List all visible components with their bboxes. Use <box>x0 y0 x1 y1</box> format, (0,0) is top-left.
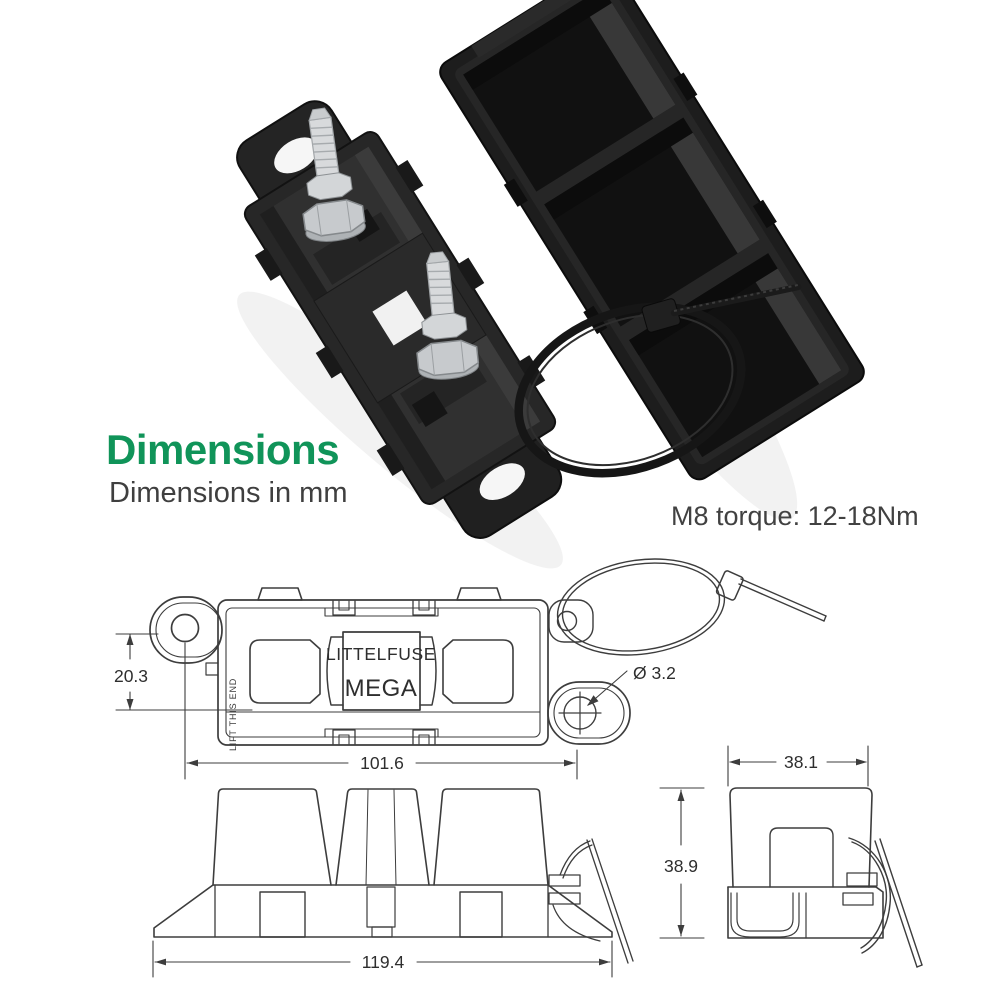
torque-note: M8 torque: 12-18Nm <box>671 501 919 531</box>
plan-fuse-body <box>342 631 421 711</box>
front-foot-left <box>259 891 306 938</box>
plan-cable-tie <box>556 558 827 656</box>
dim-mount-hole-diameter: Ø 3.2 <box>587 663 676 706</box>
dim-119-4-label: 119.4 <box>362 952 405 972</box>
cover-compartments <box>463 0 842 458</box>
dim-holder-length: 101.6 <box>184 642 578 780</box>
cable-tie-tail <box>670 283 802 317</box>
product-photo <box>236 0 865 569</box>
plan-body-outline <box>217 599 549 746</box>
dim-38-1-label: 38.1 <box>784 752 818 772</box>
dimensions-subtitle: Dimensions in mm <box>109 477 348 509</box>
fuse-label-text: MEGA <box>345 675 418 702</box>
dim-101-6-label: 101.6 <box>360 753 404 773</box>
plan-left-mount-hole <box>170 613 200 643</box>
plan-fuse-bolt-left <box>326 636 344 706</box>
front-foot-right <box>459 891 503 938</box>
plan-fuse-assembly: LITTELFUSE MEGA <box>225 631 541 713</box>
side-view: 38.1 38.9 <box>659 745 923 968</box>
base-side-clips <box>254 160 546 476</box>
cable-tie <box>514 283 802 478</box>
dim-38-9-label: 38.9 <box>664 856 698 876</box>
plan-fuse-bolt-right <box>419 636 437 706</box>
terminal-stud-2 <box>416 251 480 380</box>
plan-right-mount-tab <box>547 681 631 745</box>
plan-top-tab-left <box>257 587 303 601</box>
dim-mount-hole-offset: 20.3 <box>114 633 253 711</box>
dim-20-3-label: 20.3 <box>114 666 148 686</box>
front-view: 119.4 <box>152 788 634 978</box>
dim-3-2-label: Ø 3.2 <box>633 663 676 683</box>
lift-this-end-text: LIFT THIS END <box>228 678 238 751</box>
plan-terminal-left <box>249 639 321 704</box>
plan-tie-anchor-tab <box>548 599 594 643</box>
base-through-hole <box>372 290 428 346</box>
fuse-brand-text: LITTELFUSE <box>326 644 436 664</box>
dim-cover-height: 38.9 <box>659 787 705 939</box>
technical-drawing: LITTELFUSE MEGA LIFT THIS END <box>114 558 923 978</box>
plan-left-mount-tab <box>149 596 223 676</box>
plan-terminal-right <box>442 639 514 704</box>
dim-base-length: 119.4 <box>152 940 613 978</box>
front-cable-tie <box>548 838 634 964</box>
dim-cover-width: 38.1 <box>727 745 869 787</box>
dimensions-title: Dimensions <box>106 426 340 473</box>
plan-view: LITTELFUSE MEGA LIFT THIS END <box>114 558 827 780</box>
plan-top-tab-right <box>456 587 502 601</box>
terminal-stud-1 <box>302 107 366 242</box>
fuse-holder-cover <box>439 0 865 481</box>
side-cable-tie <box>842 837 923 968</box>
